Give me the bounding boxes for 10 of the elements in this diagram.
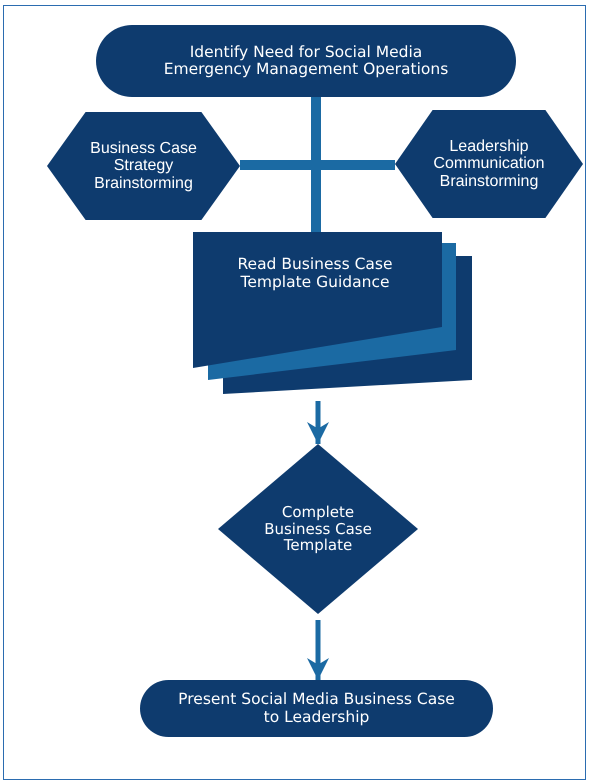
node-label: Read Business Case Template Guidance	[236, 256, 394, 291]
connector-line	[311, 97, 321, 232]
arrow	[307, 620, 329, 680]
arrow	[307, 401, 329, 444]
node-label: Business Case Strategy Brainstorming	[89, 140, 198, 192]
connector-line	[240, 160, 395, 170]
node-label: Complete Business Case Template	[263, 504, 373, 554]
node-label: Present Social Media Business Case to Leadership	[177, 691, 456, 726]
node-label: Identify Need for Social Media Emergency Management Operations	[162, 44, 450, 78]
node-label: Leadership Communication Brainstorming	[432, 138, 546, 190]
